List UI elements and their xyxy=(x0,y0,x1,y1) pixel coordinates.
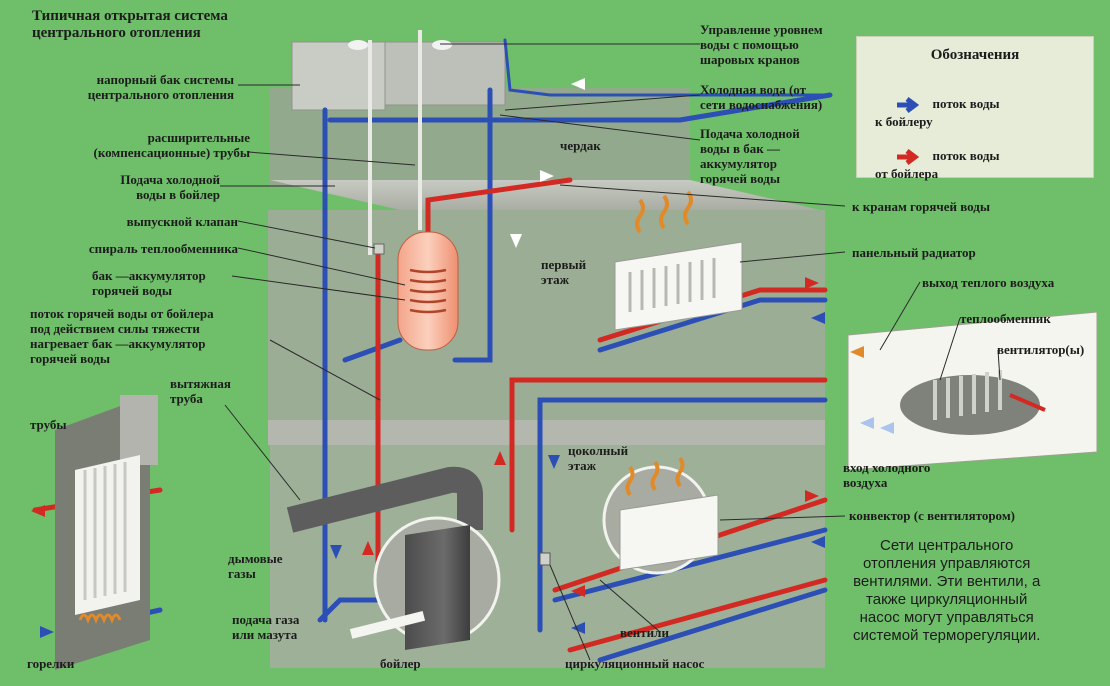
label-gravity-flow: поток горячей воды от бойлера под действ… xyxy=(30,306,214,366)
convector-inset xyxy=(602,456,719,575)
first-floor-slab xyxy=(268,420,825,445)
label-header-tank: напорный бак системы центрального отопле… xyxy=(87,72,234,102)
boiler-assembly xyxy=(286,466,551,650)
label-hot-taps: к кранам горячей воды xyxy=(852,199,991,214)
label-hw-cylinder: бак —аккумулятор горячей воды xyxy=(92,268,206,298)
label-boiler: бойлер xyxy=(380,656,421,671)
legend-label-from-boiler: поток воды от бойлера xyxy=(875,148,1000,181)
flow-arrows xyxy=(31,78,894,638)
red-arrow-icon xyxy=(896,149,919,165)
label-attic: чердак xyxy=(560,138,601,153)
label-cold-to-cylinder: Подача холодной воды в бак — аккумулятор… xyxy=(700,126,800,186)
fan-convector-inset xyxy=(847,311,1098,471)
furnace-cutaway xyxy=(55,395,158,670)
hot-water-cylinder xyxy=(373,231,459,351)
legend-heading: Обозначения xyxy=(930,47,1020,63)
label-pump: циркуляционный насос xyxy=(565,656,705,671)
label-flue-gases: дымовые газы xyxy=(228,551,283,581)
leader-lines xyxy=(220,43,1001,661)
expansion-pipes xyxy=(368,30,422,255)
label-gas-oil: подача газа или мазута xyxy=(232,612,300,642)
label-convector: конвектор (с вентилятором) xyxy=(849,508,1015,523)
label-heat-coil: спираль теплообменника xyxy=(88,241,238,256)
label-burners: горелки xyxy=(27,656,75,671)
blue-arrow-icon xyxy=(896,97,919,113)
label-cold-to-boiler: Подача холодной воды в бойлер xyxy=(120,172,220,202)
label-basement: цоколный этаж xyxy=(568,443,629,473)
label-cold-mains: Холодная вода (от сети водоснабжения) xyxy=(700,82,823,112)
label-expansion-pipes: расширительные (компенсационные) трубы xyxy=(93,130,250,160)
legend-item-to-boiler: поток воды к бойлеру xyxy=(875,81,1000,144)
label-panel-radiator: панельный радиатор xyxy=(852,245,976,260)
panel-radiator xyxy=(614,190,743,331)
label-valves: вентили xyxy=(620,625,669,640)
label-release-valve: выпускной клапан xyxy=(126,214,238,229)
attic-slab xyxy=(270,180,820,210)
legend-label-to-boiler: поток воды к бойлеру xyxy=(875,96,1000,129)
legend: Обозначения поток воды к бойлеру поток в… xyxy=(856,36,1094,181)
header-tanks xyxy=(291,40,506,111)
label-tubes: трубы xyxy=(30,417,67,432)
label-cold-air-in: вход холодного воздуха xyxy=(843,460,931,490)
attic-floor xyxy=(270,88,690,188)
diagram-title: Типичная открытая система центрального о… xyxy=(32,8,228,41)
label-flue-pipe: вытяжная труба xyxy=(170,376,231,406)
label-heat-exchanger: теплообменник xyxy=(960,311,1051,326)
legend-item-from-boiler: поток воды от бойлера xyxy=(875,133,1000,196)
label-warm-air-out: выход теплого воздуха xyxy=(922,275,1055,290)
label-first-floor: первый этаж xyxy=(541,257,587,287)
control-note: Сети центрального отопления управляются … xyxy=(853,537,1041,644)
label-fans: вентилятор(ы) xyxy=(997,342,1085,357)
label-ball-valves: Управление уровнем воды с помощью шаровы… xyxy=(700,22,823,67)
